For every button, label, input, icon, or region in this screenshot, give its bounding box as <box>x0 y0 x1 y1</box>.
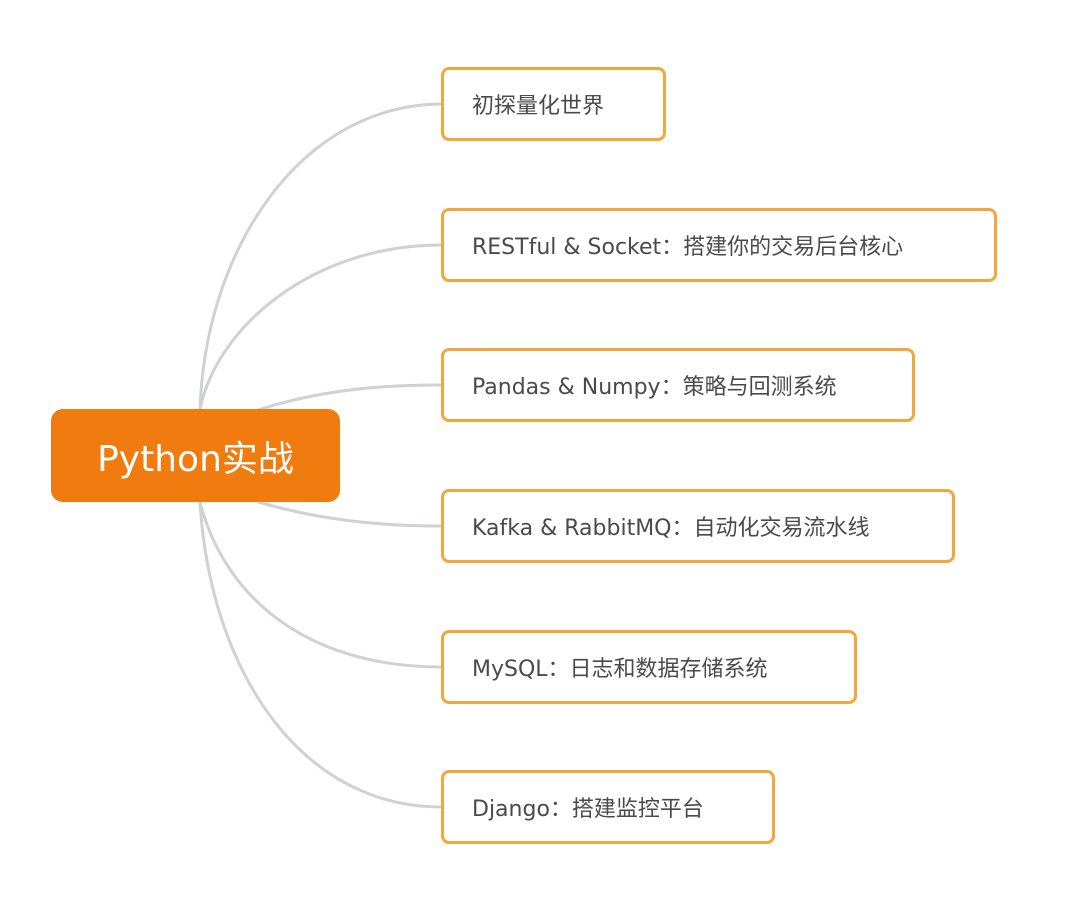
connector-2 <box>198 243 442 411</box>
connector-1 <box>198 102 442 411</box>
branch-node-restful-socket[interactable]: RESTful & Socket：搭建你的交易后台核心 <box>441 208 997 282</box>
root-node[interactable]: Python实战 <box>51 409 340 502</box>
connector-3 <box>257 383 442 412</box>
branch-node-pandas-numpy[interactable]: Pandas & Numpy：策略与回测系统 <box>441 348 915 422</box>
connector-6 <box>198 501 442 809</box>
root-node-label: Python实战 <box>97 438 294 480</box>
branch-node-mysql[interactable]: MySQL：日志和数据存储系统 <box>441 630 857 704</box>
branch-node-label: Kafka & RabbitMQ：自动化交易流水线 <box>472 516 870 541</box>
branch-node-label: Django：搭建监控平台 <box>472 797 704 822</box>
connector-5 <box>198 501 442 669</box>
connector-4 <box>257 500 442 528</box>
branch-node-label: Pandas & Numpy：策略与回测系统 <box>472 375 837 400</box>
branch-node-label: MySQL：日志和数据存储系统 <box>472 657 768 682</box>
branch-node-label: 初探量化世界 <box>472 94 605 119</box>
branch-node-intro-quant[interactable]: 初探量化世界 <box>441 67 666 141</box>
branch-node-kafka-rabbitmq[interactable]: Kafka & RabbitMQ：自动化交易流水线 <box>441 489 955 563</box>
branch-node-django[interactable]: Django：搭建监控平台 <box>441 770 775 844</box>
branch-node-label: RESTful & Socket：搭建你的交易后台核心 <box>472 235 904 260</box>
